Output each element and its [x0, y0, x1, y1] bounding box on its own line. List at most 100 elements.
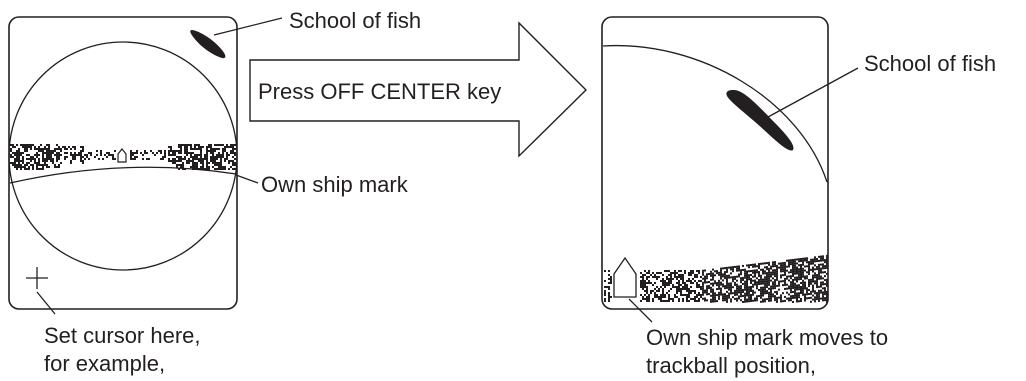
echo-dot: [818, 277, 820, 280]
echo-dot: [42, 148, 44, 150]
echo-dot: [748, 290, 750, 293]
echo-dot: [200, 150, 202, 152]
echo-dot: [194, 162, 196, 164]
echo-dot: [200, 158, 202, 160]
echo-dot: [740, 281, 742, 284]
echo-dot: [182, 158, 184, 160]
echo-dot: [162, 156, 164, 158]
echo-dot: [788, 287, 790, 290]
echo-dot: [820, 269, 822, 272]
echo-dot: [720, 271, 722, 274]
echo-dot: [48, 148, 50, 150]
echo-dot: [234, 168, 236, 170]
echo-dot: [754, 291, 756, 294]
echo-dot: [790, 259, 792, 262]
echo-dot: [824, 275, 826, 278]
echo-dot: [56, 160, 58, 162]
echo-dot: [218, 162, 220, 164]
echo-dot: [188, 162, 190, 164]
echo-dot: [714, 298, 716, 301]
echo-dot: [738, 265, 740, 268]
echo-dot: [12, 144, 14, 146]
echo-dot: [212, 154, 214, 156]
echo-dot: [654, 282, 656, 284]
echo-dot: [196, 154, 198, 156]
echo-dot: [112, 156, 114, 158]
echo-dot: [768, 281, 770, 284]
echo-dot: [668, 274, 670, 276]
echo-dot: [222, 152, 224, 154]
echo-dot: [822, 267, 824, 270]
echo-dot: [742, 268, 744, 271]
echo-dot: [90, 152, 92, 154]
echo-dot: [14, 160, 16, 162]
echo-dot: [750, 290, 752, 292]
echo-dot: [812, 270, 814, 273]
echo-dot: [776, 296, 778, 299]
echo-dot: [232, 146, 234, 148]
echo-dot: [796, 268, 798, 271]
echo-dot: [794, 286, 796, 289]
echo-dot: [824, 283, 826, 286]
echo-dot: [14, 152, 16, 154]
echo-dot: [134, 156, 136, 158]
echo-dot: [778, 266, 780, 269]
echo-dot: [660, 280, 662, 282]
echo-dot: [206, 154, 208, 156]
echo-dot: [720, 283, 722, 286]
echo-dot: [662, 280, 664, 282]
echo-dot: [802, 273, 804, 276]
echo-dot: [746, 298, 748, 301]
echo-dot: [78, 152, 80, 154]
echo-dot: [680, 288, 682, 290]
echo-dot: [738, 269, 740, 272]
echo-dot: [746, 280, 748, 283]
echo-dot: [798, 260, 800, 263]
echo-dot: [790, 263, 792, 266]
echo-dot: [192, 158, 194, 160]
echo-dot: [700, 294, 702, 296]
echo-dot: [76, 154, 78, 156]
echo-dot: [214, 164, 216, 166]
echo-dot: [214, 148, 216, 150]
echo-dot: [156, 152, 158, 154]
echo-dot: [768, 299, 770, 302]
echo-dot: [70, 160, 72, 162]
echo-dot: [136, 152, 138, 154]
echo-dot: [608, 274, 610, 276]
echo-dot: [732, 286, 734, 289]
echo-dot: [232, 148, 234, 150]
echo-dot: [754, 271, 756, 274]
echo-dot: [736, 299, 738, 302]
echo-dot: [724, 277, 726, 280]
echo-dot: [226, 156, 228, 158]
echo-dot: [696, 270, 698, 272]
echo-dot: [812, 288, 814, 291]
echo-dot: [32, 158, 34, 160]
echo-dot: [808, 293, 810, 296]
echo-dot: [804, 277, 806, 280]
echo-dot: [42, 156, 44, 158]
echo-dot: [760, 286, 762, 289]
echo-dot: [824, 289, 826, 292]
echo-dot: [814, 264, 816, 267]
echo-dot: [748, 276, 750, 279]
echo-dot: [764, 288, 766, 291]
echo-dot: [722, 267, 724, 270]
echo-dot: [676, 278, 678, 280]
echo-dot: [604, 280, 606, 282]
echo-dot: [748, 266, 750, 269]
echo-dot: [744, 268, 746, 271]
right-school-of-fish-icon: [726, 89, 794, 151]
echo-dot: [736, 283, 738, 286]
echo-dot: [184, 144, 186, 146]
echo-dot: [758, 295, 760, 298]
echo-dot: [10, 148, 12, 150]
echo-dot: [818, 293, 820, 296]
echo-dot: [18, 162, 20, 164]
echo-dot: [188, 144, 190, 146]
echo-dot: [170, 150, 172, 152]
echo-dot: [192, 164, 194, 166]
echo-dot: [748, 300, 750, 303]
echo-dot: [718, 291, 720, 294]
